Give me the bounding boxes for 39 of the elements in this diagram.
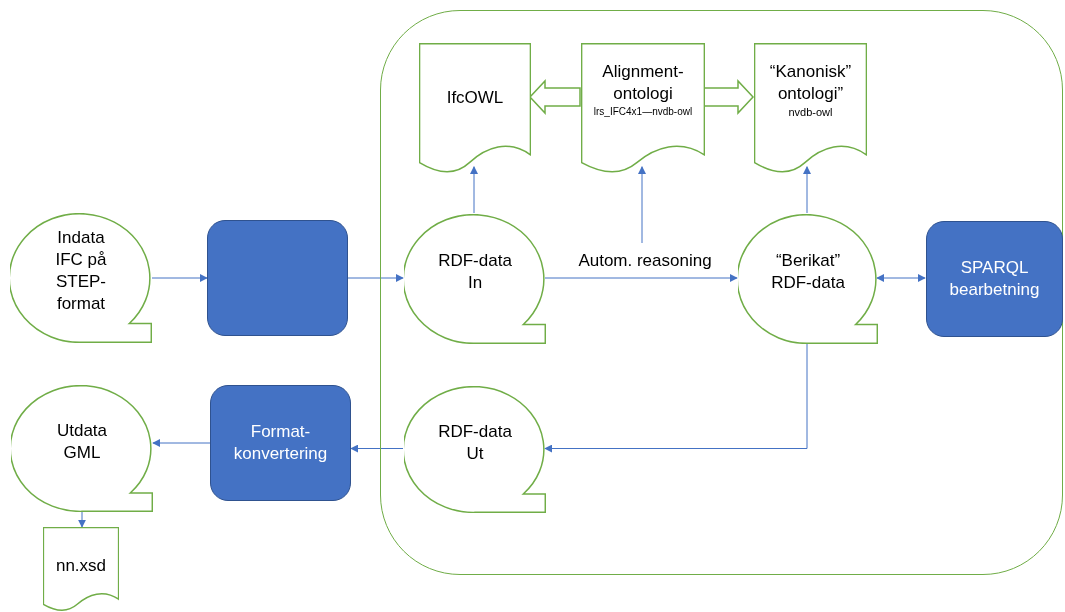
node-sublabel: nvdb-owl: [788, 105, 833, 119]
document-shape: [754, 43, 867, 173]
arrow: [78, 511, 86, 528]
arrow: [638, 166, 646, 244]
speech-bubble: [10, 213, 152, 343]
node-label: Indata IFC på STEP-format: [54, 227, 108, 315]
speech-bubble: [11, 385, 153, 512]
process-box: [207, 220, 348, 336]
node-label: “Kanonisk” ontologi”: [768, 61, 853, 105]
container-frame: [380, 10, 1063, 575]
arrow: [803, 166, 811, 214]
edge-label: Autom. reasoning: [576, 251, 714, 271]
document-shape: [419, 43, 531, 173]
node-label: nn.xsd: [55, 555, 107, 577]
node-label: IfcOWL: [446, 87, 504, 109]
arrow: [151, 274, 208, 282]
node-label: Format-konvertering: [232, 421, 329, 465]
node-sublabel: lrs_IFC4x1—nvdb-owl: [593, 105, 693, 118]
document-shape: [581, 43, 705, 173]
block-arrow: [528, 79, 581, 115]
arrow: [350, 444, 404, 453]
document-shape: [43, 527, 119, 611]
arrow: [152, 439, 211, 447]
arrow: [876, 274, 926, 282]
process-box: [210, 385, 351, 501]
arrow: [470, 166, 478, 214]
node-label: RDF-data Ut: [437, 420, 513, 465]
node-label: “Berikat” RDF-data: [770, 250, 846, 294]
speech-bubble: [404, 386, 546, 513]
block-arrow: [703, 79, 755, 115]
node-label: Utdata GML: [55, 419, 109, 464]
node-label: SPARQL bearbetning: [948, 257, 1041, 301]
process-box: [926, 221, 1063, 337]
arrow: [347, 274, 404, 282]
arrow: [544, 274, 738, 282]
node-label: RDF-data In: [437, 250, 513, 294]
speech-bubble: [738, 214, 878, 344]
speech-bubble: [404, 214, 546, 344]
node-label: Alignment-ontologi: [601, 61, 685, 105]
